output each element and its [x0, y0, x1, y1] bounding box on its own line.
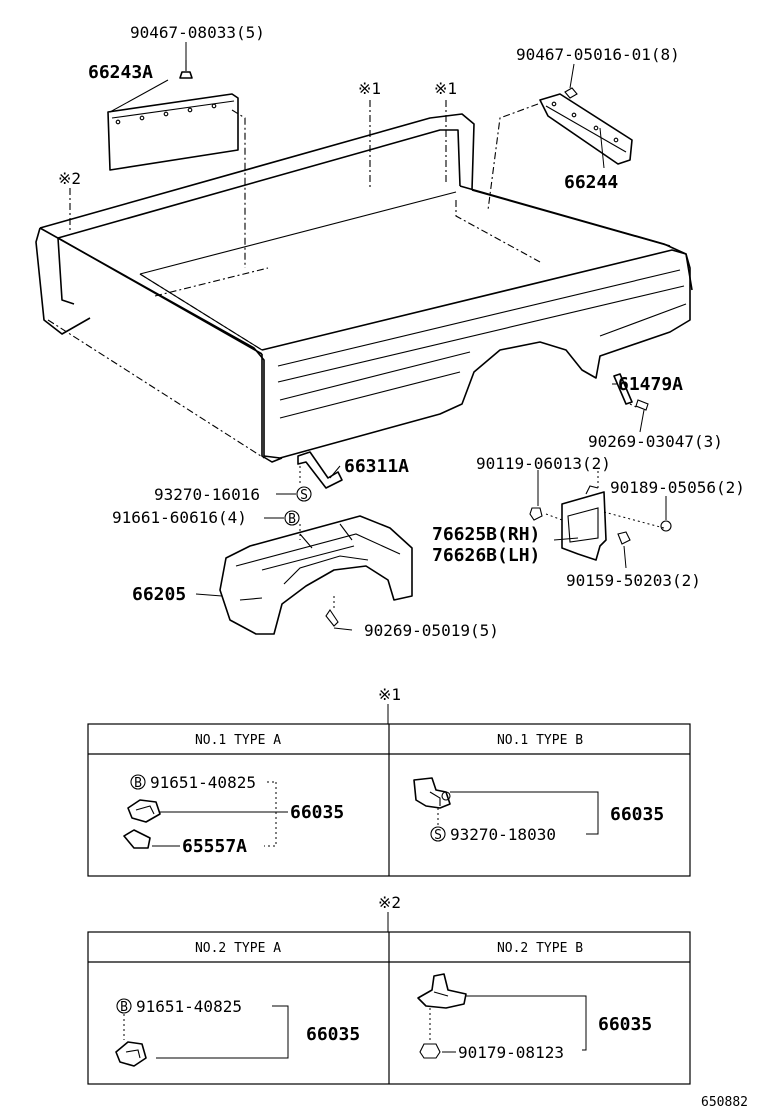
- mudflap-drawing: [529, 470, 672, 561]
- clip-90467-08033-drawing: [179, 60, 193, 79]
- panel-66243A-drawing: [107, 93, 246, 268]
- table-1-col-b: NO.1 TYPE B: [497, 733, 583, 748]
- label-66244: 66244: [564, 172, 618, 193]
- label-61479A: 61479A: [618, 374, 683, 395]
- svg-text:S: S: [300, 488, 308, 503]
- table-2-col-a: NO.2 TYPE A: [195, 941, 281, 956]
- label-91661-60616: 91661-60616(4): [112, 508, 247, 527]
- note-ref-2: ※2: [58, 169, 81, 188]
- label-66243A: 66243A: [88, 62, 153, 83]
- label-90189-05056: 90189-05056(2): [610, 478, 745, 497]
- table-2-b-nut: 90179-08123: [458, 1043, 564, 1062]
- table-2: ※2 NO.2 TYPE A NO.2 TYPE B B 91651-40825…: [87, 893, 691, 1085]
- label-93270-16016: 93270-16016: [154, 485, 260, 504]
- label-76625B: 76625B(RH): [432, 524, 540, 545]
- table-1-a-pad: 65557A: [182, 836, 247, 857]
- label-90119-06013: 90119-06013(2): [476, 454, 611, 473]
- table-2-col-b: NO.2 TYPE B: [497, 941, 583, 956]
- table-2-ref: ※2: [378, 893, 401, 912]
- leader-lines: [109, 42, 667, 631]
- table-2-a-bolt: 91651-40825: [136, 997, 242, 1016]
- svg-text:B: B: [120, 1000, 128, 1015]
- svg-text:B: B: [134, 776, 142, 791]
- figure-id: 650882: [701, 1095, 748, 1110]
- table-1-ref: ※1: [378, 685, 401, 704]
- table-1-a-part: 66035: [290, 802, 344, 823]
- bolt-symbol-upper: B: [284, 510, 300, 527]
- table-1-b-washer: 93270-18030: [450, 825, 556, 844]
- table-2-b-part: 66035: [598, 1014, 652, 1035]
- table-1-col-a: NO.1 TYPE A: [195, 733, 281, 748]
- svg-text:S: S: [434, 828, 442, 843]
- bracket-66311A-drawing: [297, 451, 343, 489]
- table-1-a-bolt: 91651-40825: [150, 773, 256, 792]
- mudguard-66205-drawing: [219, 515, 413, 635]
- part-61479A-drawing: [613, 373, 649, 411]
- table-2-a-part: 66035: [306, 1024, 360, 1045]
- panel-66244-drawing: [487, 87, 633, 211]
- label-90467-08033: 90467-08033(5): [130, 23, 265, 42]
- washer-symbol-upper: S: [296, 486, 312, 503]
- label-90269-05019: 90269-05019(5): [364, 621, 499, 640]
- label-90269-03047: 90269-03047(3): [588, 432, 723, 451]
- label-76626B: 76626B(LH): [432, 545, 540, 566]
- label-90467-05016: 90467-05016-01(8): [516, 45, 680, 64]
- table-1: ※1 NO.1 TYPE A NO.1 TYPE B B 91651-40825…: [87, 685, 691, 877]
- truck-bed-drawing: [35, 100, 693, 463]
- label-66311A: 66311A: [344, 456, 409, 477]
- table-1-b-part: 66035: [610, 804, 664, 825]
- note-ref-1b: ※1: [434, 79, 457, 98]
- svg-text:B: B: [288, 512, 296, 527]
- label-90159-50203: 90159-50203(2): [566, 571, 701, 590]
- label-66205: 66205: [132, 584, 186, 605]
- note-ref-1a: ※1: [358, 79, 381, 98]
